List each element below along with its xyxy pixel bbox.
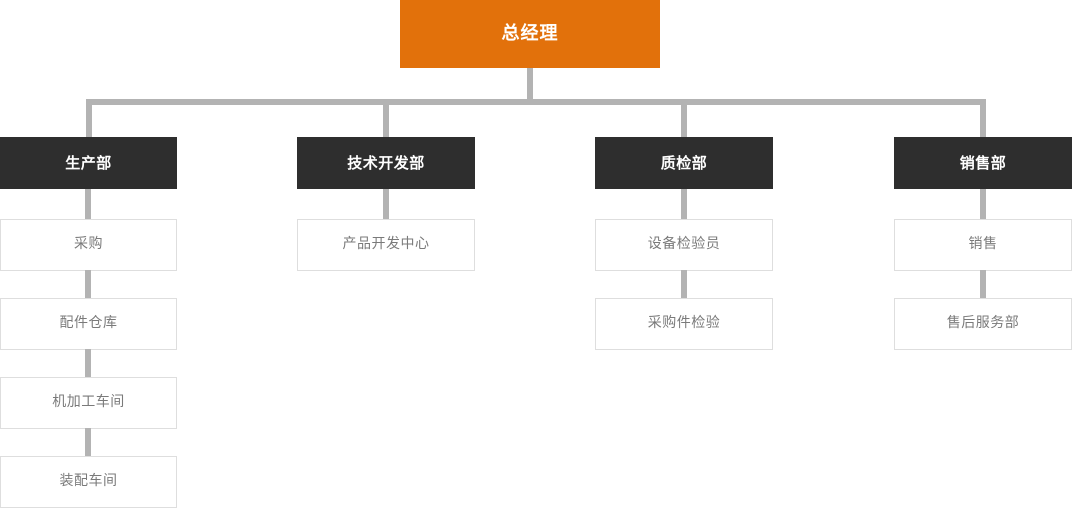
- node-leaf-label: 采购件检验: [647, 315, 721, 332]
- connector-child1-to-child2-col3: [681, 270, 687, 299]
- node-root-general-manager[interactable]: 总经理: [400, 0, 660, 68]
- connector-child3-to-child4-col1: [85, 428, 91, 457]
- node-leaf-equipment-inspector[interactable]: 设备检验员: [595, 219, 773, 271]
- node-dept-quality-inspection[interactable]: 质检部: [595, 137, 773, 189]
- node-leaf-label: 装配车间: [59, 473, 118, 490]
- connector-child2-to-child3-col1: [85, 349, 91, 378]
- connector-child1-to-child2-col1: [85, 270, 91, 299]
- node-dept-label: 质检部: [660, 153, 708, 172]
- connector-root-stem: [527, 68, 533, 105]
- node-leaf-parts-warehouse[interactable]: 配件仓库: [0, 298, 177, 350]
- connector-dept1-to-child1: [85, 189, 91, 220]
- node-leaf-after-sales-service[interactable]: 售后服务部: [894, 298, 1072, 350]
- node-leaf-label: 机加工车间: [52, 394, 125, 411]
- node-leaf-label: 销售: [968, 236, 998, 253]
- node-dept-sales[interactable]: 销售部: [894, 137, 1072, 189]
- node-dept-label: 技术开发部: [347, 153, 425, 172]
- node-dept-label: 销售部: [959, 153, 1007, 172]
- node-leaf-label: 设备检验员: [647, 236, 721, 253]
- connector-bus-to-dept-3: [681, 99, 687, 139]
- node-leaf-product-development-center[interactable]: 产品开发中心: [297, 219, 475, 271]
- connector-bus-to-dept-4: [980, 99, 986, 139]
- node-dept-technology-development[interactable]: 技术开发部: [297, 137, 475, 189]
- connector-child1-to-child2-col4: [980, 270, 986, 299]
- connector-dept2-to-child1: [383, 189, 389, 220]
- node-leaf-label: 售后服务部: [946, 315, 1020, 332]
- connector-dept4-to-child1: [980, 189, 986, 220]
- node-leaf-label: 采购: [74, 236, 103, 253]
- node-leaf-sales[interactable]: 销售: [894, 219, 1072, 271]
- node-leaf-procurement[interactable]: 采购: [0, 219, 177, 271]
- node-root-label: 总经理: [501, 22, 559, 44]
- node-leaf-label: 配件仓库: [59, 315, 118, 332]
- node-leaf-machining-workshop[interactable]: 机加工车间: [0, 377, 177, 429]
- node-leaf-assembly-workshop[interactable]: 装配车间: [0, 456, 177, 508]
- node-dept-production[interactable]: 生产部: [0, 137, 177, 189]
- node-leaf-purchased-parts-inspection[interactable]: 采购件检验: [595, 298, 773, 350]
- node-leaf-label: 产品开发中心: [342, 236, 430, 253]
- connector-horizontal-bus: [86, 99, 986, 105]
- connector-bus-to-dept-2: [383, 99, 389, 139]
- connector-dept3-to-child1: [681, 189, 687, 220]
- connector-bus-to-dept-1: [86, 99, 92, 139]
- node-dept-label: 生产部: [65, 153, 112, 172]
